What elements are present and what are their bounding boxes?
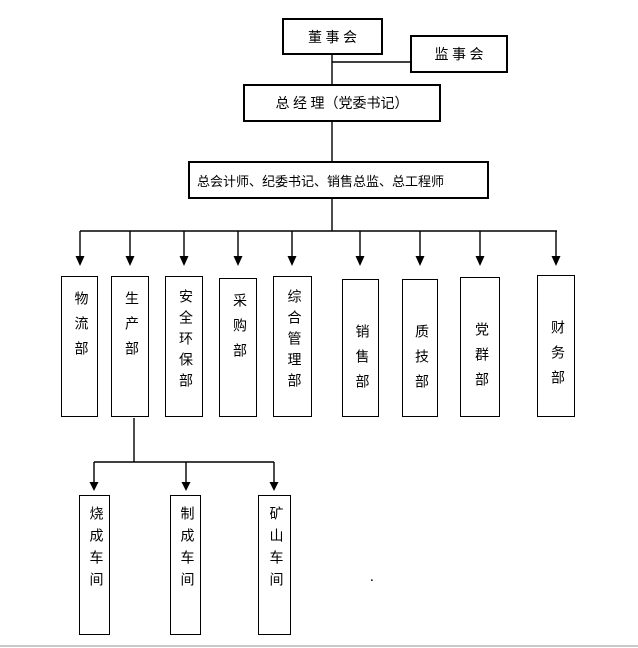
arrow-down-icon [287,256,297,266]
org-box-dept-general-management: 综合管理部 [273,276,312,417]
arrow-down-icon [75,256,85,266]
org-box-workshop-sintering: 烧成车间 [79,495,110,635]
org-box-supervisory-label: 监 事 会 [434,48,484,63]
org-box-dept-safety-environment: 安全环保部 [165,276,203,417]
arrow-down-icon [89,482,99,491]
org-box-staff-row-label: 总会计师、纪委书记、销售总监、总工程师 [197,173,445,189]
org-box-general-manager: 总 经 理（党委书记） [243,84,441,122]
arrow-down-icon [355,256,365,266]
workshop-arrow-stems [93,462,275,483]
arrow-down-icon [269,482,279,491]
org-box-workshop-finishing: 制成车间 [170,495,201,635]
dept-label: 财务部 [549,320,564,395]
org-box-dept-logistics: 物流部 [61,276,98,417]
dept-label: 党群部 [473,322,488,397]
org-box-dept-purchasing: 采购部 [219,278,257,417]
dept-label: 采购部 [231,293,246,368]
org-box-dept-finance: 财务部 [537,275,575,417]
dept-label: 销售部 [353,324,369,399]
arrow-down-icon [125,256,135,266]
workshop-label: 制成车间 [178,506,194,594]
dept-arrow-stems [79,231,557,257]
dept-label: 生产部 [123,291,138,366]
org-box-workshop-mine: 矿山车间 [258,495,291,635]
org-box-dept-production: 生产部 [111,276,149,417]
dept-label: 安全环保部 [177,289,192,394]
org-box-general-manager-label: 总 经 理（党委书记） [275,97,409,112]
org-box-dept-party-masses: 党群部 [460,277,500,417]
org-box-dept-sales: 销售部 [342,279,379,417]
org-box-board: 董 事 会 [282,18,383,55]
arrow-down-icon [233,256,243,266]
org-box-supervisory: 监 事 会 [410,35,508,73]
arrow-down-icon [179,256,189,266]
dept-label: 质技部 [413,324,428,399]
workshop-label: 矿山车间 [267,506,283,594]
arrow-down-icon [415,256,425,266]
stray-period-mark: . [370,569,374,585]
workshop-label: 烧成车间 [87,506,103,594]
page-bottom-edge [0,645,638,647]
org-box-staff-row: 总会计师、纪委书记、销售总监、总工程师 [188,161,489,199]
arrow-down-icon [181,482,191,491]
arrow-down-icon [551,256,561,266]
arrow-down-icon [475,256,485,266]
org-box-dept-quality-tech: 质技部 [402,279,438,417]
dept-label: 综合管理部 [285,289,301,394]
dept-label: 物流部 [72,291,88,366]
org-box-board-label: 董 事 会 [308,30,357,46]
